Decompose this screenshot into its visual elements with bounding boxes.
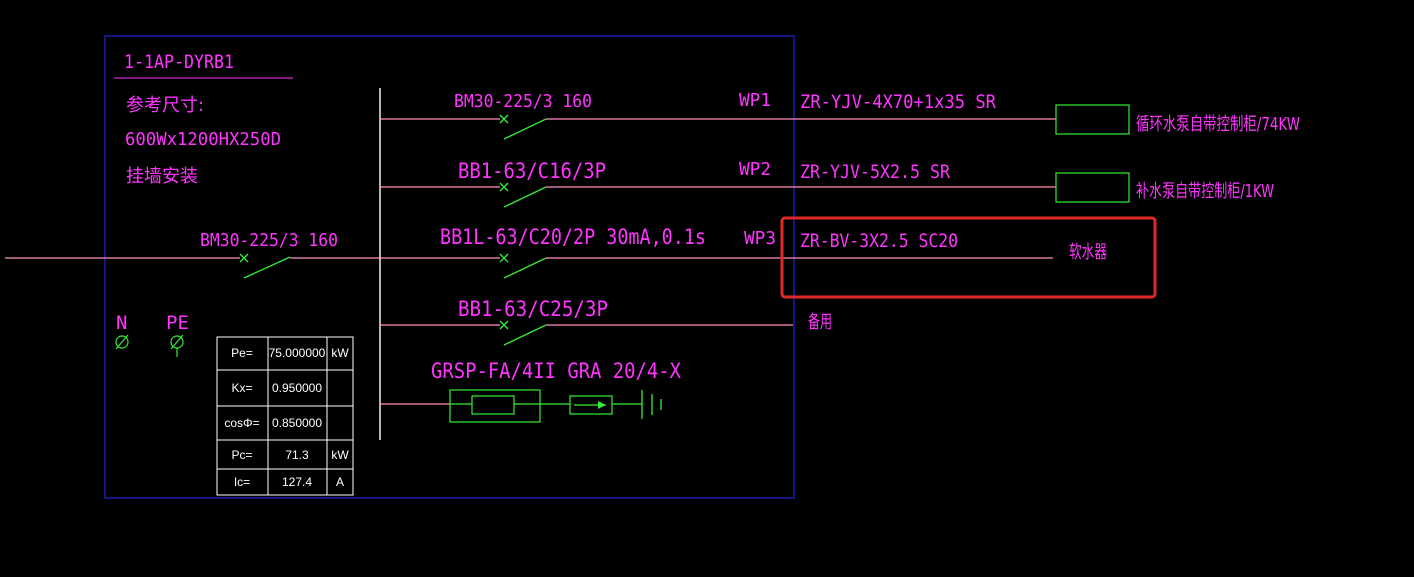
panel-frame: [104, 35, 795, 499]
load-table-unit-0: kW: [331, 346, 349, 360]
cable-label-wp2: ZR-YJV-5X2.5 SR: [800, 161, 950, 183]
incoming-breaker-symbol: [239, 253, 291, 279]
load-table-value-0: 75.000000: [269, 346, 326, 360]
load-table-value-1: 0.950000: [272, 381, 322, 395]
load-table-label-1: Kx=: [231, 381, 252, 395]
load-table-unit-4: A: [336, 475, 344, 489]
ground-symbol: [641, 390, 662, 419]
spd-branch: [380, 389, 662, 423]
circuit-id-wp3: WP3: [744, 228, 776, 249]
load-table-value-4: 127.4: [282, 475, 312, 489]
cable-label-wp1: ZR-YJV-4X70+1x35 SR: [800, 91, 997, 113]
load-table-label-0: Pe=: [231, 346, 253, 360]
spd-label: GRSP-FA/4II GRA 20/4-X: [431, 359, 681, 383]
neutral-terminal-icon: [115, 334, 129, 350]
load-table-label-3: Pc=: [231, 448, 252, 462]
load-table-label-2: cosΦ=: [224, 416, 259, 430]
circuit-id-wp1: WP1: [739, 90, 771, 111]
circuit-spare: [380, 320, 793, 346]
ref-size-title: 参考尺寸:: [126, 95, 204, 116]
load-table: [216, 336, 354, 496]
pe-terminal-icon: [170, 334, 184, 357]
circuit-wp3: [380, 253, 1053, 279]
load-label-wp1: 循环水泵自带控制柜/74KW: [1136, 114, 1300, 135]
breaker-label-wp1: BM30-225/3 160: [454, 91, 592, 112]
load-label-spare: 备用: [808, 312, 832, 333]
breaker-label-wp2: BB1-63/C16/3P: [458, 159, 606, 183]
load-table-unit-3: kW: [331, 448, 349, 462]
load-box-wp2: [1055, 172, 1130, 203]
highlight-box: [780, 216, 1157, 299]
load-table-value-3: 71.3: [285, 448, 309, 462]
load-label-wp2: 补水泵自带控制柜/1KW: [1136, 181, 1274, 202]
incoming-breaker-label: BM30-225/3 160: [200, 230, 338, 251]
circuit-wp1: [380, 104, 1130, 140]
breaker-label-wp3: BB1L-63/C20/2P 30mA,0.1s: [440, 225, 706, 249]
circuit-wp2: [380, 172, 1130, 208]
mounting-note: 挂墙安装: [126, 166, 198, 187]
spd-arrester-symbol: [569, 395, 613, 415]
load-table-cells: Pe= 75.000000 kW Kx= 0.950000 cosΦ= 0.850000Pc…: [224, 346, 349, 489]
load-table-value-2: 0.850000: [272, 416, 322, 430]
load-box-wp1: [1055, 104, 1130, 135]
breaker-label-spare: BB1-63/C25/3P: [458, 297, 608, 321]
spd-fuse-box: [449, 389, 541, 423]
load-table-label-4: Ic=: [234, 475, 250, 489]
ref-size-value: 600Wx1200HX250D: [125, 129, 281, 150]
load-label-wp3: 软水器: [1069, 242, 1107, 263]
panel-name: 1-1AP-DYRB1: [124, 51, 234, 73]
pe-label: PE: [166, 312, 189, 334]
neutral-label: N: [116, 312, 127, 334]
cable-label-wp3: ZR-BV-3X2.5 SC20: [800, 230, 958, 252]
circuit-id-wp2: WP2: [739, 159, 771, 180]
